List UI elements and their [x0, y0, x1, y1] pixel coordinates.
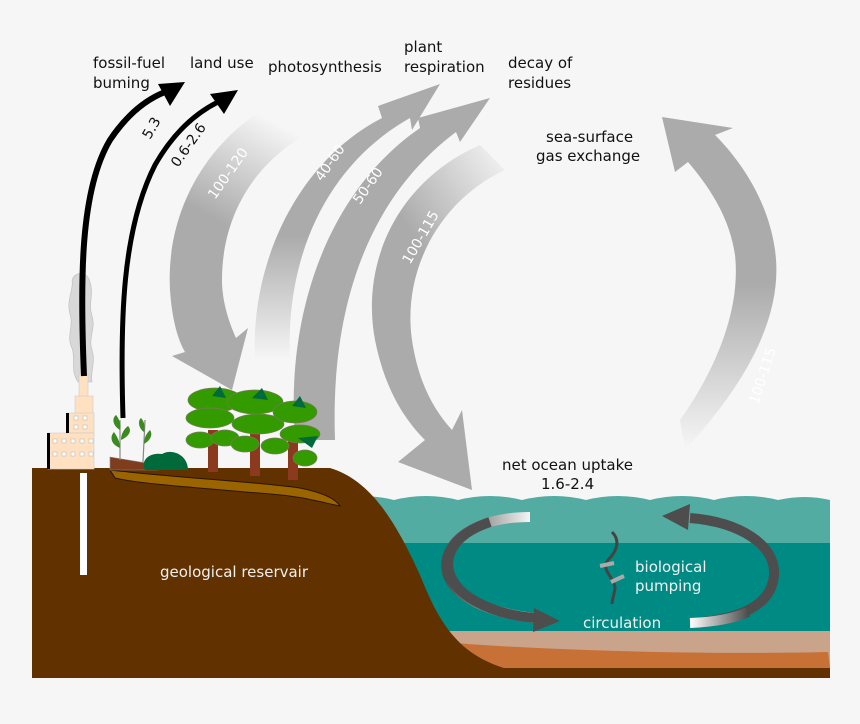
land-use-arrow: [119, 99, 220, 419]
circulation-left-arrowhead: [533, 608, 560, 632]
net-ocean-uptake-value: 1.6-2.4: [541, 475, 594, 493]
fossil-fuel-flux-value: 5.3: [140, 115, 165, 142]
plant-respiration-arrow: [254, 84, 440, 360]
decay-label: decay of: [508, 54, 573, 72]
plant-respiration-label-line2: respiration: [404, 58, 485, 76]
topsoil: [109, 469, 342, 507]
photosynthesis-label: photosynthesis: [268, 58, 382, 76]
sediment-dark: [420, 640, 830, 672]
land-use-label: land use: [190, 54, 254, 72]
sea-surface-label: sea-surface: [546, 128, 633, 146]
crops: [109, 415, 159, 471]
fossil-fuel-label-line2: buming: [93, 74, 150, 92]
biological-pumping-label-line2: pumping: [635, 577, 701, 595]
fossil-fuel-arrowhead: [158, 82, 185, 106]
land-use-arrowhead: [210, 90, 238, 114]
fossil-fuel-arrow: [79, 89, 167, 377]
circulation-right-fade: [689, 607, 751, 628]
photosynthesis-arrow: [169, 92, 335, 390]
geological-reservoir: [32, 468, 830, 678]
biological-pump-icon: [604, 530, 619, 605]
plant-respiration-label: plant: [404, 38, 442, 56]
land-use-flux-value: 0.6-2.6: [168, 120, 210, 170]
decay-label-line2: residues: [508, 74, 571, 92]
sea-surface-layer: [330, 496, 830, 545]
fossil-fuel-label: fossil-fuel: [93, 54, 165, 72]
sea-downflux-arrow: [371, 145, 505, 490]
circulation-left-stroke: [442, 517, 536, 623]
bush: [143, 451, 188, 470]
sea-surface-label-line2: gas exchange: [536, 147, 640, 165]
trees: [185, 386, 321, 480]
sea-upflux-arrow: [662, 117, 777, 450]
drill-well: [80, 473, 87, 575]
factory: [47, 273, 95, 470]
net-ocean-uptake-label: net ocean uptake: [502, 456, 633, 474]
biological-pumping-label: biological: [635, 558, 707, 576]
geological-reservoir-label: geological reservair: [160, 563, 309, 581]
circulation-label: circulation: [583, 614, 661, 632]
circulation-right-arrowhead: [662, 504, 690, 530]
